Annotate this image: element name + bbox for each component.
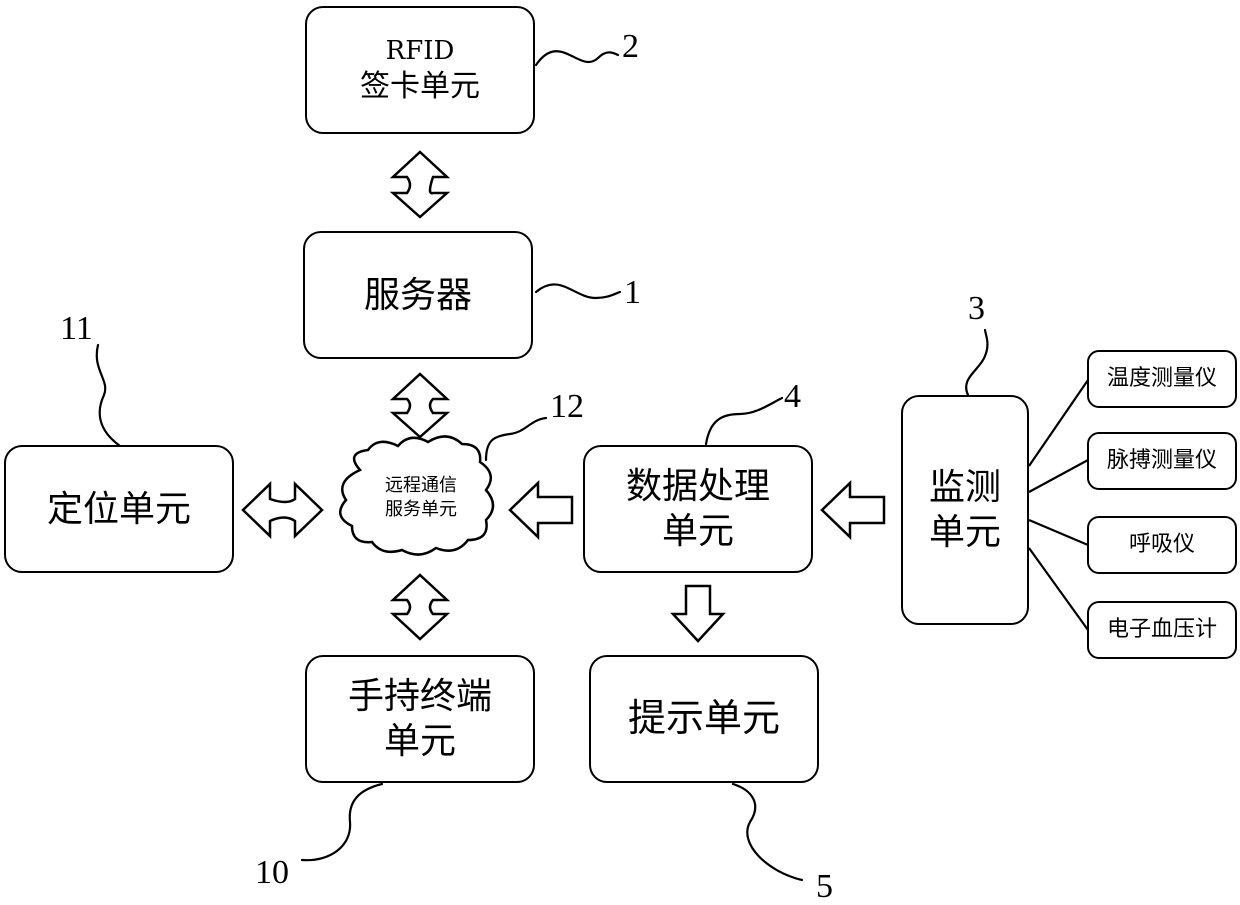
ref-number-12: 12 <box>550 390 584 424</box>
leader-2 <box>536 51 618 65</box>
cloud-label: 远程通信 服务单元 <box>366 474 476 523</box>
leader-5 <box>733 784 802 880</box>
branch-line-temp <box>1029 380 1088 466</box>
rfid-card-unit-box: RFID 签卡单元 <box>305 6 535 134</box>
server-cloud-double-arrow <box>393 374 447 437</box>
leader-3 <box>966 330 987 395</box>
rfid-card-unit-label: 签卡单元 <box>360 68 480 106</box>
branch-line-pulse <box>1029 460 1088 492</box>
ref-number-3: 3 <box>968 292 985 326</box>
server-label: 服务器 <box>364 273 472 318</box>
data-processing-line2: 单元 <box>662 509 734 554</box>
leader-1 <box>536 284 620 298</box>
branch-line-resp <box>1029 520 1088 545</box>
dataproc-prompt-arrow <box>673 586 723 641</box>
data-processing-line1: 数据处理 <box>626 464 770 509</box>
instrument-pulse-box: 脉搏测量仪 <box>1087 432 1237 490</box>
ref-number-2: 2 <box>622 30 639 64</box>
handheld-line1: 手持终端 <box>348 674 492 719</box>
ref-number-1: 1 <box>624 276 641 310</box>
handheld-terminal-unit-box: 手持终端 单元 <box>305 655 535 783</box>
data-processing-unit-box: 数据处理 单元 <box>583 445 813 573</box>
cloud-handheld-double-arrow <box>393 575 447 639</box>
monitor-dataproc-arrow <box>822 483 884 537</box>
monitoring-line1: 监测 <box>929 465 1001 510</box>
leader-10 <box>302 784 382 860</box>
ref-number-5: 5 <box>816 870 833 904</box>
branch-line-bp <box>1029 548 1088 630</box>
leader-12 <box>486 418 546 460</box>
instrument-temperature-box: 温度测量仪 <box>1087 350 1237 408</box>
cloud-line2: 服务单元 <box>366 498 476 522</box>
dataproc-cloud-arrow <box>510 483 572 537</box>
instrument-temperature-label: 温度测量仪 <box>1107 365 1217 393</box>
prompt-unit-label: 提示单元 <box>628 695 780 743</box>
server-box: 服务器 <box>303 231 533 359</box>
monitoring-unit-box: 监测 单元 <box>901 395 1029 625</box>
cloud-line1: 远程通信 <box>366 474 476 498</box>
monitoring-line2: 单元 <box>929 510 1001 555</box>
ref-number-4: 4 <box>784 380 801 414</box>
prompt-unit-box: 提示单元 <box>589 655 819 783</box>
positioning-unit-label: 定位单元 <box>47 487 191 532</box>
positioning-unit-box: 定位单元 <box>4 445 234 573</box>
instrument-respiration-label: 呼吸仪 <box>1129 531 1195 559</box>
handheld-line2: 单元 <box>384 719 456 764</box>
instrument-blood-pressure-box: 电子血压计 <box>1087 601 1237 659</box>
instrument-pulse-label: 脉搏测量仪 <box>1107 447 1217 475</box>
ref-number-10: 10 <box>255 856 289 890</box>
rfid-label: RFID <box>386 35 455 68</box>
leader-4 <box>706 398 782 444</box>
rfid-server-double-arrow <box>393 152 447 217</box>
instrument-respiration-box: 呼吸仪 <box>1087 516 1237 574</box>
instrument-blood-pressure-label: 电子血压计 <box>1107 616 1217 644</box>
leader-11 <box>97 345 120 446</box>
ref-number-11: 11 <box>60 312 93 346</box>
positioning-cloud-double-arrow <box>243 484 322 536</box>
